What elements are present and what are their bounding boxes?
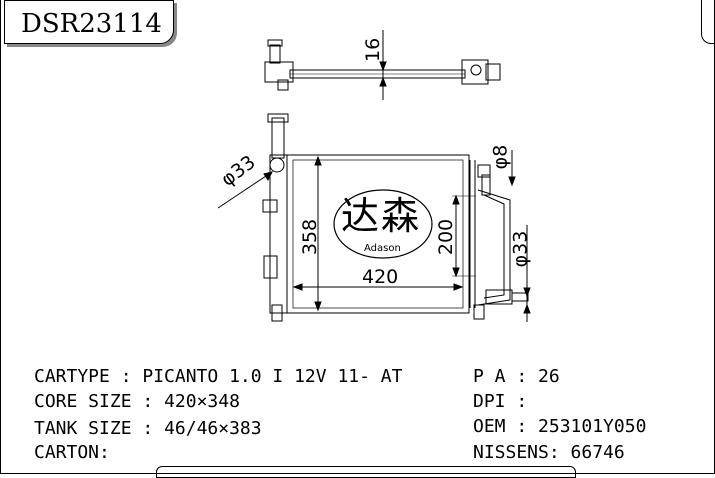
logo-brand-name: Adason — [364, 243, 401, 254]
front-view — [217, 113, 531, 322]
spec-oem-value: 253101Y050 — [538, 416, 647, 437]
logo-chinese: 达森 — [341, 194, 422, 238]
brand-logo — [333, 189, 433, 259]
spec-carton-label: CARTON — [34, 442, 100, 463]
dim-small-diameter: φ8 — [489, 144, 512, 170]
corner-tab — [701, 0, 715, 44]
spec-tank-size: TANK SIZE : 46/46×383 — [34, 418, 262, 439]
dim-outlet-diameter: φ33 — [509, 230, 532, 268]
spec-dpi: DPI : — [473, 391, 528, 412]
spec-cartype: CARTYPE : PICANTO 1.0 I 12V 11- AT — [34, 366, 403, 387]
spec-tank-size-value: 46/46×383 — [164, 418, 262, 439]
spec-core-size: CORE SIZE : 420×348 — [34, 391, 240, 412]
dim-top-thickness: 16 — [362, 37, 384, 62]
spec-cartype-label: CARTYPE — [34, 366, 110, 387]
spec-pa-label: P A — [473, 366, 506, 387]
product-code-tab: DSR23114 — [4, 0, 174, 44]
spec-nissens: NISSENS: 66746 — [473, 442, 625, 463]
spec-oem: OEM : 253101Y050 — [473, 416, 647, 437]
spec-dpi-label: DPI — [473, 391, 506, 412]
spec-carton: CARTON: — [34, 442, 110, 463]
spec-nissens-value: 66746 — [570, 442, 625, 463]
spec-tank-size-label: TANK SIZE — [34, 418, 132, 439]
spec-oem-label: OEM — [473, 416, 506, 437]
spec-core-size-value: 420×348 — [164, 391, 240, 412]
dim-height: 358 — [299, 218, 322, 256]
dim-width: 420 — [362, 266, 399, 288]
product-code: DSR23114 — [21, 9, 162, 39]
spec-cartype-value: PICANTO 1.0 I 12V 11- AT — [142, 366, 403, 387]
spec-pa-value: 26 — [538, 366, 560, 387]
spec-core-size-label: CORE SIZE — [34, 391, 132, 412]
spec-pa: P A : 26 — [473, 366, 560, 387]
dim-tank-height: 200 — [435, 218, 458, 256]
spec-nissens-label: NISSENS — [473, 442, 549, 463]
top-view — [264, 30, 501, 100]
